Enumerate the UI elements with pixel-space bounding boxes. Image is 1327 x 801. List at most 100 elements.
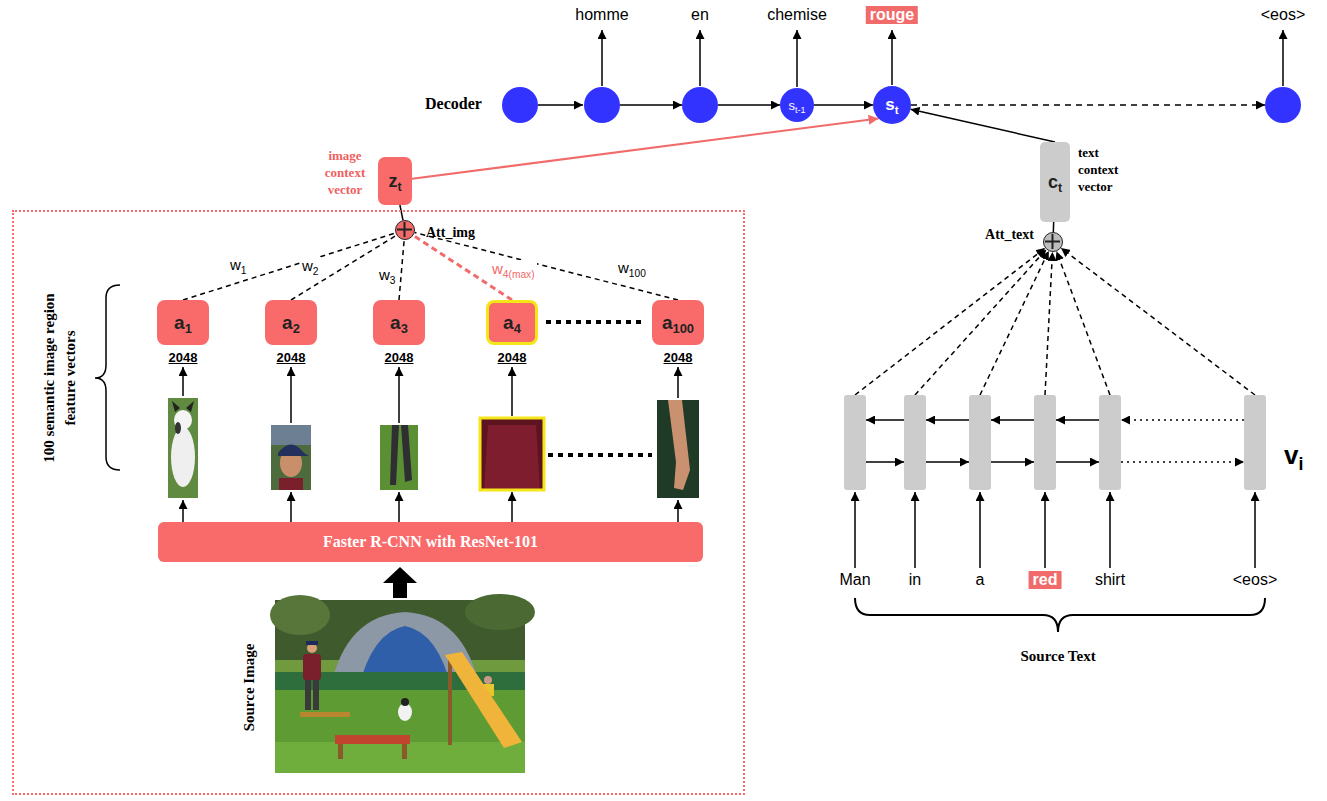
connector [291, 367, 292, 522]
output-word: rouge [866, 6, 918, 24]
connector [1121, 462, 1244, 463]
vector-name: zt [378, 157, 412, 205]
plus-stroke [397, 229, 412, 231]
connector-line [400, 205, 403, 220]
attention-weight: w4(max) [490, 260, 537, 277]
crop-ground [657, 400, 699, 498]
connector [926, 462, 969, 463]
connector [1053, 222, 1054, 232]
dog-patch [175, 422, 181, 434]
connector-line [1121, 461, 1244, 463]
output-arrows [602, 30, 1283, 87]
symbol: a [282, 312, 293, 333]
connector-line [290, 492, 292, 522]
input-arrow [1044, 492, 1046, 568]
man-cap [306, 641, 318, 645]
rnn-cell: Man [844, 395, 866, 490]
rnn-cell: red [1034, 395, 1056, 490]
connector [911, 105, 1265, 106]
crop-tent [271, 425, 311, 445]
connector-line [412, 118, 879, 178]
feature-dimension: 2048 [385, 350, 414, 365]
connector [291, 235, 396, 300]
label-subscript: 100 [629, 268, 646, 279]
thick-arrow [383, 567, 417, 598]
connector [1061, 248, 1255, 395]
input-arrows [855, 492, 1255, 568]
connector [183, 367, 184, 522]
group-label: Source Text [1021, 648, 1096, 665]
attention-weight: w3 [377, 266, 398, 283]
feature-name: a2 [265, 300, 317, 345]
connector [620, 105, 682, 106]
highlight-frame [480, 418, 544, 490]
symbol-wrap: ct [1048, 172, 1062, 193]
connector-line [1061, 248, 1255, 395]
source-photo [270, 594, 535, 773]
connector [915, 249, 1046, 395]
dog-head [401, 698, 409, 706]
connector [991, 462, 1034, 463]
source-word: red [1029, 571, 1062, 589]
output-arrow [796, 30, 798, 87]
dog-body [171, 427, 195, 487]
connector-line [866, 419, 904, 421]
decoder-state: en [682, 87, 718, 123]
label-subscript: 2 [313, 266, 319, 277]
connector [814, 105, 873, 106]
connector-line [915, 249, 1046, 395]
connector-line [398, 492, 400, 522]
output-arrow [891, 30, 893, 85]
connector [399, 367, 400, 522]
connector [415, 232, 678, 300]
crop-ground [271, 425, 311, 490]
symbol-subscript: 100 [673, 321, 695, 336]
decoder-state: homme [584, 87, 620, 123]
symbol-wrap: a2 [282, 312, 300, 334]
connector [1121, 420, 1244, 421]
connector [1045, 252, 1052, 395]
tree [465, 594, 535, 630]
label-text: w [492, 260, 503, 277]
grass [275, 742, 525, 773]
connector [399, 240, 404, 300]
symbol: s [885, 95, 894, 114]
label-subscript: 1 [241, 265, 247, 276]
output-arrow [699, 30, 701, 86]
label-text: w [230, 256, 241, 273]
feature-name: a100 [652, 300, 704, 345]
source-word: shirt [1095, 571, 1125, 589]
man-shirt [303, 654, 321, 680]
connector [412, 118, 879, 178]
label-subscript: i [1298, 454, 1303, 474]
crop-ground [480, 418, 544, 490]
connector [1056, 462, 1099, 463]
connector-line [991, 419, 1034, 421]
input-arrow [1254, 492, 1256, 568]
connector-line [866, 461, 904, 463]
connector-line [911, 109, 1055, 142]
crop-arm [657, 400, 699, 498]
hurdle [300, 712, 350, 717]
input-arrow [979, 492, 981, 568]
symbol-wrap: st-1 [789, 98, 806, 113]
plus-sign [396, 221, 413, 238]
connector-line [677, 500, 679, 522]
symbol-wrap: a3 [390, 312, 408, 334]
connector-line [1045, 252, 1052, 395]
connector [980, 251, 1049, 395]
source-word: Man [839, 571, 870, 589]
connector [400, 205, 403, 220]
output-arrow [1282, 30, 1284, 86]
symbol-subscript: t-1 [795, 105, 805, 115]
feature-name: a3 [373, 300, 425, 345]
region-feature-box: a42048 [486, 300, 538, 345]
context-vector-box: cttext context vector [1040, 142, 1070, 222]
collar [279, 478, 303, 490]
image-encoder-region: 100 semantic image region feature vector… [12, 210, 745, 795]
leg [390, 425, 399, 485]
connector-line [911, 104, 1265, 106]
feature-dimension: 2048 [664, 350, 693, 365]
symbol-subscript: t [1058, 181, 1062, 195]
